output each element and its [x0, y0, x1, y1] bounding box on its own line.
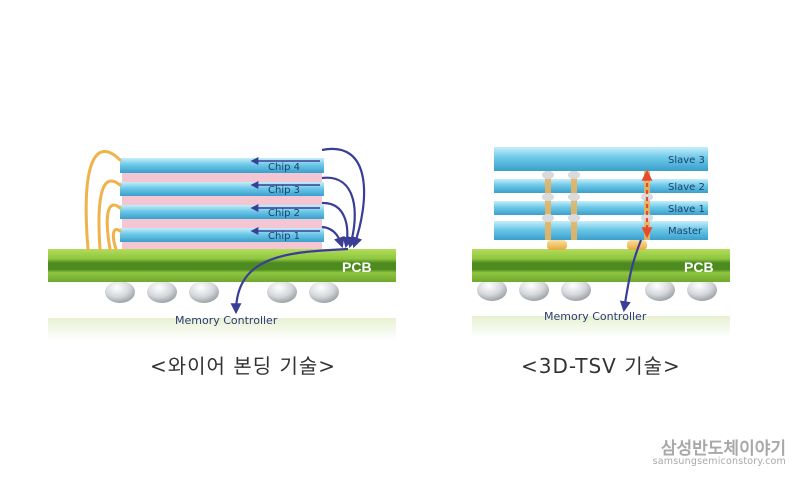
solder-ball [519, 279, 549, 301]
solder-ball [561, 279, 591, 301]
master-label: Master [668, 226, 703, 237]
spacer [122, 173, 322, 182]
bump [547, 240, 567, 250]
pcb-board [472, 249, 730, 282]
solder-ball [309, 281, 339, 303]
controller-label: Memory Controller [544, 310, 647, 323]
spacer [122, 196, 322, 205]
spacer [122, 219, 322, 228]
bond-wires [84, 150, 122, 251]
controller-arcs [230, 147, 366, 315]
chip-2-label: Chip 2 [268, 208, 300, 219]
solder-ball [147, 281, 177, 303]
wire-bonding-caption: <와이어 본딩 기술> [150, 354, 337, 378]
pcb-board [48, 249, 396, 282]
pcb-label: PCB [342, 259, 372, 275]
slave-3-die [494, 147, 708, 171]
controller-label: Memory Controller [175, 314, 278, 327]
bump [627, 240, 647, 250]
solder-ball [477, 279, 507, 301]
solder-ball-row [105, 281, 339, 303]
pcb-label: PCB [684, 259, 714, 275]
slave-1-label: Slave 1 [668, 204, 705, 215]
solder-ball [267, 281, 297, 303]
solder-ball-row [477, 279, 717, 301]
slave-3-label: Slave 3 [668, 155, 705, 166]
spacer [122, 242, 322, 249]
watermark-name: 삼성반도체이야기 [660, 439, 786, 459]
signal-lines [250, 157, 320, 235]
watermark-url: samsungsemiconstory.com [652, 456, 786, 467]
solder-ball [645, 279, 675, 301]
chip-1-label: Chip 1 [268, 231, 300, 242]
solder-ball [105, 281, 135, 303]
tsv-caption: <3D-TSV 기술> [521, 354, 681, 378]
chip-3-label: Chip 3 [268, 185, 300, 196]
controller-path [619, 239, 643, 313]
chip-4-label: Chip 4 [268, 162, 300, 173]
solder-ball [189, 281, 219, 303]
tsv-diagram: PCB Slave 3 Slave 2 Slave 1 Master [472, 147, 730, 338]
slave-2-label: Slave 2 [668, 182, 705, 193]
pcb-reflection [48, 318, 396, 340]
wire-bonding-diagram: PCB Chip 4 Chip 3 Chip 2 Chip 1 [48, 147, 396, 340]
pcb-reflection [472, 316, 730, 338]
solder-ball [687, 279, 717, 301]
